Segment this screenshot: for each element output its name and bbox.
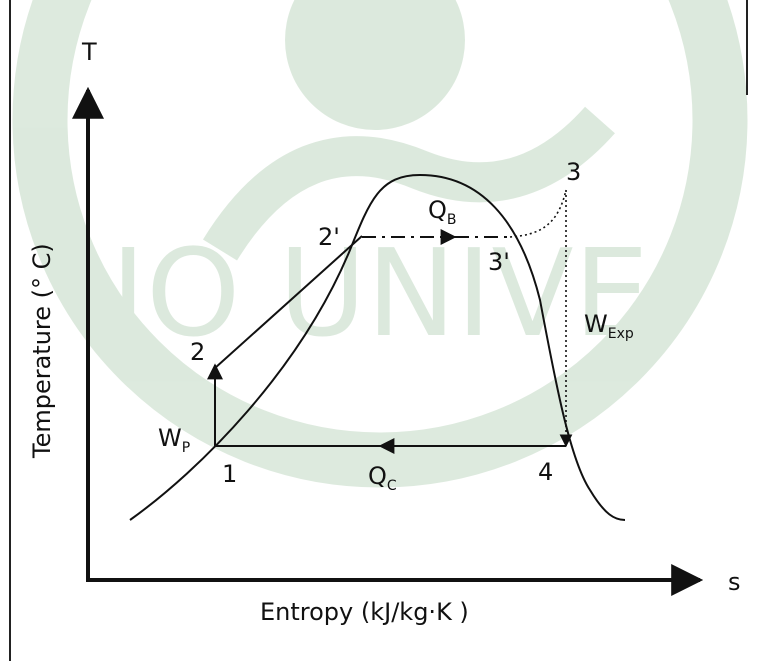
saturation-dome bbox=[129, 173, 626, 521]
watermark-text: JO UNIVE bbox=[104, 225, 650, 364]
heat-out-label: QC bbox=[368, 462, 397, 494]
point-3-label: 3 bbox=[566, 158, 581, 186]
point-4-label: 4 bbox=[538, 458, 553, 486]
x-axis-title: Entropy (kJ/kg·K ) bbox=[260, 598, 469, 626]
heat-out-sub: C bbox=[387, 478, 397, 494]
x-axis-symbol: s bbox=[728, 568, 741, 596]
point-2p-label: 2' bbox=[318, 223, 340, 251]
point-1-label: 1 bbox=[222, 460, 237, 488]
expansion-work-label: WExp bbox=[584, 310, 634, 342]
heat-in-label: QB bbox=[428, 196, 457, 228]
process-3p-3 bbox=[509, 189, 567, 238]
y-axis-symbol: T bbox=[81, 38, 97, 66]
seal-emblem bbox=[285, 0, 465, 130]
watermark: JO UNIVE bbox=[12, 0, 748, 488]
pump-work-main: W bbox=[158, 424, 182, 452]
pump-work-sub: P bbox=[182, 440, 190, 456]
heat-in-sub: B bbox=[447, 212, 457, 228]
pump-work-label: WP bbox=[158, 424, 190, 456]
heat-out-main: Q bbox=[368, 462, 387, 490]
heat-in-main: Q bbox=[428, 196, 447, 224]
process-2-2p bbox=[214, 235, 363, 369]
y-axis-title: Temperature (° C) bbox=[28, 243, 56, 459]
expansion-work-sub: Exp bbox=[608, 326, 634, 342]
point-2-label: 2 bbox=[190, 338, 205, 366]
seal-ring bbox=[12, 0, 748, 488]
point-3p-label: 3' bbox=[488, 248, 510, 276]
seal-script bbox=[202, 106, 615, 261]
expansion-work-main: W bbox=[584, 310, 608, 338]
